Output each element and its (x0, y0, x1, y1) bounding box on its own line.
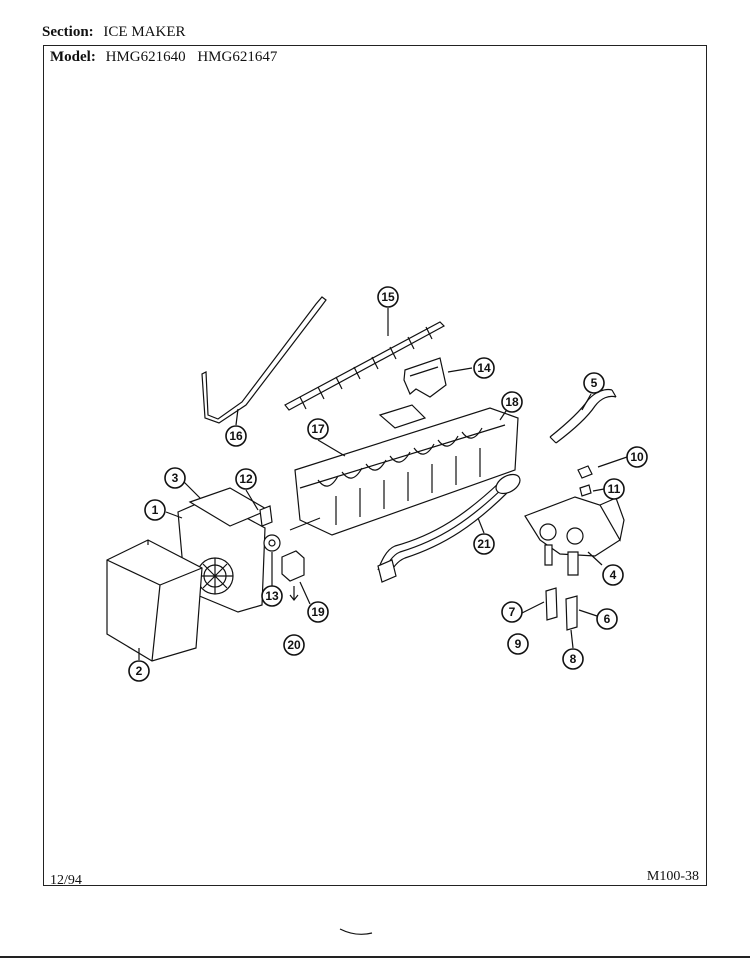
callout-5: 5 (583, 372, 605, 394)
svg-text:17: 17 (311, 422, 325, 436)
svg-text:2: 2 (136, 664, 143, 678)
bottom-rule (0, 956, 750, 958)
callout-21: 21 (473, 533, 495, 555)
callout-14: 14 (473, 357, 495, 379)
callout-16: 16 (225, 425, 247, 447)
callout-19: 19 (307, 601, 329, 623)
small-parts-6-7-8-9 (545, 587, 578, 631)
callout-3: 3 (164, 467, 186, 489)
svg-text:7: 7 (509, 605, 516, 619)
small-parts-12-13-19-20 (259, 505, 321, 601)
svg-text:20: 20 (287, 638, 301, 652)
svg-text:13: 13 (265, 589, 279, 603)
callout-9: 9 (507, 633, 529, 655)
svg-text:19: 19 (311, 605, 325, 619)
svg-text:14: 14 (477, 361, 491, 375)
svg-text:6: 6 (604, 612, 611, 626)
callout-20: 20 (283, 634, 305, 656)
part-5-fill-tube (549, 388, 617, 444)
diagram-frame (43, 45, 707, 886)
part-17-mold (294, 404, 519, 536)
section-heading: Section: ICE MAKER (42, 24, 186, 41)
callout-17: 17 (307, 418, 329, 440)
section-value: ICE MAKER (103, 24, 186, 40)
callout-15: 15 (377, 286, 399, 308)
svg-text:10: 10 (630, 450, 644, 464)
callout-6: 6 (596, 608, 618, 630)
callout-10: 10 (626, 446, 648, 468)
svg-text:11: 11 (608, 482, 621, 496)
svg-text:18: 18 (505, 395, 519, 409)
svg-text:1: 1 (152, 503, 159, 517)
revision-date: 12/94 (50, 873, 82, 888)
part-4-water-valve (524, 496, 625, 576)
callout-18: 18 (501, 391, 523, 413)
section-label: Section: (42, 24, 94, 40)
model-heading: Model: HMG621640 HMG621647 (50, 49, 277, 66)
scan-mark (339, 928, 373, 935)
part-15-ejector (284, 321, 445, 411)
page-code: M100-38 (646, 869, 699, 884)
part-2-cover (106, 539, 203, 662)
svg-text:21: 21 (477, 537, 491, 551)
svg-text:5: 5 (591, 376, 598, 390)
callout-7: 7 (501, 601, 523, 623)
leader-lines (138, 308, 628, 660)
model-label: Model: (50, 49, 96, 65)
model-number-1: HMG621640 (105, 49, 186, 65)
svg-text:9: 9 (515, 637, 522, 651)
callout-12: 12 (235, 468, 257, 490)
part-14-bracket (403, 357, 447, 398)
callout-13: 13 (261, 585, 283, 607)
svg-text:16: 16 (229, 429, 243, 443)
callout-11: 11 (603, 478, 625, 500)
svg-text:3: 3 (172, 471, 179, 485)
svg-text:12: 12 (239, 472, 253, 486)
svg-text:8: 8 (570, 652, 577, 666)
callout-8: 8 (562, 648, 584, 670)
part-16-shutoff-arm (201, 296, 327, 424)
model-number-2: HMG621647 (197, 49, 278, 65)
callout-4: 4 (602, 564, 624, 586)
callout-2: 2 (128, 660, 150, 682)
callout-1: 1 (144, 499, 166, 521)
small-parts-10-11 (577, 465, 593, 497)
svg-text:4: 4 (610, 568, 617, 582)
svg-text:15: 15 (381, 290, 395, 304)
part-21-harness (377, 473, 521, 583)
